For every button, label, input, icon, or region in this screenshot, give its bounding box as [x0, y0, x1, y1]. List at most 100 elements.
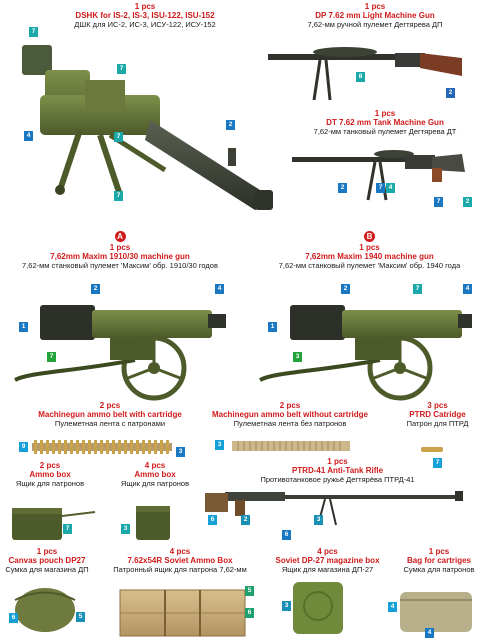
qty: 1 pcs: [359, 242, 380, 252]
caption-ammo-box-b: 4 pcs Ammo box Ящик для патронов: [110, 461, 200, 488]
ru-title: Патронный ящик для патрона 7,62-мм: [113, 564, 247, 574]
callout-badge: 2: [91, 284, 100, 294]
soviet-ammo-box-image: [119, 589, 246, 637]
ru-title: ДШК для ИС-2, ИС-3, ИСУ-122, ИСУ-152: [74, 19, 216, 29]
title: DSHK for IS-2, IS-3, ISU-122, ISU-152: [75, 10, 215, 20]
callout-badge: 6: [9, 613, 18, 623]
callout-badge: 3: [282, 601, 291, 611]
qty: 1 pcs: [374, 109, 396, 118]
ru-title: Патрон для ПТРД: [406, 418, 469, 428]
callout-badge: 7: [114, 132, 123, 142]
caption-pouch-dp27: 1 pcs Canvas pouch DP27 Сумка для магази…: [2, 547, 92, 574]
callout-badge: 1: [268, 322, 277, 332]
callout-badge: 2: [463, 197, 472, 207]
maxim1940-image: [259, 305, 472, 401]
caption-maxim1910: A 1 pcs 7,62mm Maxim 1910/30 machine gun…: [20, 226, 220, 270]
callout-badge: 7: [413, 284, 422, 294]
callout-badge: 7: [433, 458, 442, 468]
qty: 2 pcs: [279, 401, 301, 410]
title: 7,62mm Maxim 1940 machine gun: [305, 251, 434, 261]
callout-badge: 3: [293, 352, 302, 362]
qty: 1 pcs: [36, 547, 58, 556]
callout-badge: 2: [446, 88, 455, 98]
title: PTRD Catridge: [409, 409, 466, 419]
title: 7,62mm Maxim 1910/30 machine gun: [50, 251, 190, 261]
callout-badge: 7: [376, 183, 385, 193]
title: Canvas pouch DP27: [8, 555, 86, 565]
marker-a: A: [114, 231, 126, 242]
qty: 1 pcs: [134, 2, 156, 11]
title: Machinegun ammo belt without cartridge: [211, 409, 368, 419]
title: PTRD-41 Anti-Tank Rifle: [291, 465, 384, 475]
ru-title: 7,62-мм ручной пулемет Дегтярева ДП: [307, 19, 443, 29]
title: Ammo box: [134, 469, 176, 479]
ru-title: Пулеметная лента без патронов: [233, 418, 347, 428]
callout-badge: 2: [338, 183, 347, 193]
qty: 4 pcs: [317, 547, 338, 556]
caption-soviet-box: 4 pcs 7.62x54R Soviet Ammo Box Патронный…: [100, 547, 260, 574]
callout-badge: 7: [434, 197, 443, 207]
title: DP 7.62 mm Light Machine Gun: [315, 10, 435, 20]
callout-badge: 7: [114, 191, 123, 201]
qty: 4 pcs: [144, 461, 166, 470]
caption-ammo-box-a: 2 pcs Ammo box Ящик для патронов: [5, 461, 95, 488]
marker-b: B: [364, 231, 375, 242]
bag-for-cartriges-image: [400, 592, 472, 632]
qty: 1 pcs: [109, 242, 131, 252]
qty: 2 pcs: [39, 461, 61, 470]
qty: 1 pcs: [428, 547, 450, 556]
caption-dshk: 1 pcs DSHK for IS-2, IS-3, ISU-122, ISU-…: [70, 2, 220, 29]
callout-badge: 4: [388, 602, 397, 612]
qty: 1 pcs: [364, 2, 386, 11]
caption-ptrd-cart: 3 pcs PTRD Catridge Патрон для ПТРД: [395, 401, 480, 428]
canvas-pouch-image: [14, 588, 76, 632]
callout-badge: 4: [463, 284, 472, 294]
callout-badge: 1: [19, 322, 28, 332]
dp27-magazine-box-image: [293, 582, 343, 634]
callout-badge: 3: [215, 440, 224, 450]
caption-belt-empty: 2 pcs Machinegun ammo belt without cartr…: [205, 401, 375, 428]
caption-ptrd41: 1 pcs PTRD-41 Anti-Tank Rifle Противотан…: [245, 457, 430, 484]
title: DT 7.62 mm Tank Machine Gun: [326, 117, 444, 127]
caption-dp27-mag-box: 4 pcs Soviet DP-27 magazine box Ящик для…: [270, 547, 385, 574]
callout-badge: 4: [215, 284, 224, 294]
callout-badge: 6: [245, 608, 254, 618]
maxim1910-image: [14, 305, 226, 401]
ru-title: 7,62-мм танковый пулемет Дегтярева ДТ: [313, 126, 457, 136]
ru-title: 7,62-мм станковый пулемет 'Максим' обр. …: [278, 260, 461, 270]
title: Soviet DP-27 magazine box: [275, 555, 380, 565]
ammo-box-b-image: [136, 506, 170, 540]
ru-title: Ящик для патронов: [120, 478, 190, 488]
callout-badge: 3: [121, 524, 130, 534]
dp-image: [268, 47, 462, 101]
callout-badge: 4: [24, 131, 33, 141]
ru-title: Сумка для патронов: [403, 564, 475, 574]
qty: 2 pcs: [99, 401, 121, 410]
callout-badge: 5: [245, 586, 254, 596]
ptrd-cartridge-image: [421, 447, 443, 452]
callout-badge: 3: [176, 447, 185, 457]
ru-title: 7,62-мм станковый пулемет 'Максим' обр. …: [22, 260, 218, 270]
callout-badge: 2: [341, 284, 350, 294]
qty: 4 pcs: [169, 547, 191, 556]
callout-badge: 4: [386, 183, 395, 193]
callout-badge: 7: [63, 524, 72, 534]
ammo-box-a-image: [12, 508, 96, 540]
ptrd41-image: [205, 491, 463, 526]
ammo-belt-empty-image: [232, 441, 350, 451]
ru-title: Пулеметная лента с патронами: [54, 418, 166, 428]
callout-badge: 7: [47, 352, 56, 362]
qty: 3 pcs: [427, 401, 448, 410]
callout-badge: 7: [117, 64, 126, 74]
callout-badge: 6: [282, 530, 291, 540]
caption-bag-cart: 1 pcs Bag for cartriges Сумка для патрон…: [395, 547, 483, 574]
caption-dp: 1 pcs DP 7.62 mm Light Machine Gun 7,62-…: [300, 2, 450, 29]
ru-title: Сумка для магазина ДП: [5, 564, 89, 574]
ammo-belt-with-cartridges-image: [32, 440, 172, 454]
dshk-image: [22, 45, 273, 210]
caption-belt-cart: 2 pcs Machinegun ammo belt with cartridg…: [25, 401, 195, 428]
title: 7.62x54R Soviet Ammo Box: [127, 555, 233, 565]
callout-badge: 4: [425, 628, 434, 638]
ru-title: Ящик для патронов: [15, 478, 85, 488]
callout-badge: 7: [29, 27, 38, 37]
